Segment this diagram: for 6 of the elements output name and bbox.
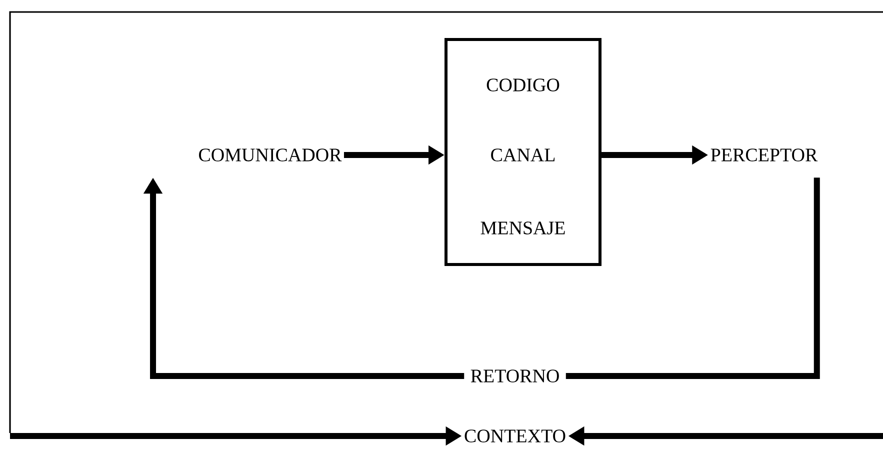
process-box: CODIGO CANAL MENSAJE <box>444 38 602 266</box>
node-label: COMUNICADOR <box>199 148 342 162</box>
node-label: RETORNO <box>470 370 559 382</box>
connector-line <box>566 178 820 379</box>
node-label: PERCEPTOR <box>710 148 818 162</box>
node-label: CONTEXTO <box>464 430 566 442</box>
